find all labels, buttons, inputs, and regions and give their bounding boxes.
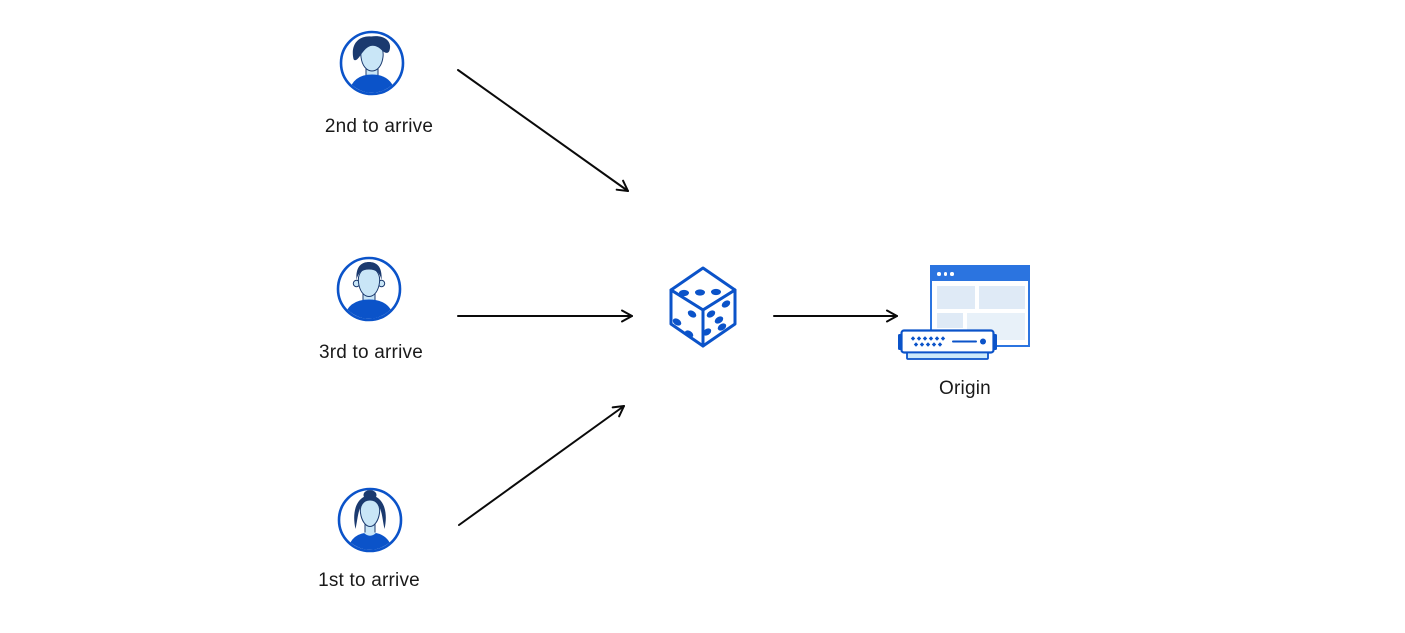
content-block — [979, 286, 1025, 309]
male-short-hair-avatar-icon — [336, 256, 402, 322]
female-bun-hair-avatar-icon — [337, 487, 403, 553]
visitor-top-label: 2nd to arrive — [324, 116, 434, 137]
window-dot-icon — [943, 272, 947, 276]
visitor-bottom-label: 1st to arrive — [318, 570, 420, 591]
origin-label: Origin — [939, 378, 991, 399]
dice-icon — [669, 266, 737, 348]
content-block — [937, 286, 975, 309]
visitor-middle-label: 3rd to arrive — [319, 342, 423, 363]
arrow-visitor-bottom-to-dice — [458, 405, 625, 526]
male-wavy-hair-avatar-icon — [339, 30, 405, 96]
window-dot-icon — [950, 272, 954, 276]
browser-titlebar — [932, 267, 1028, 281]
server-led-icon — [980, 338, 986, 345]
window-dot-icon — [937, 272, 941, 276]
content-block — [937, 313, 963, 328]
arrow-visitor-top-to-dice — [457, 69, 629, 192]
server-icon — [898, 329, 997, 360]
server-vent-dots — [910, 336, 946, 347]
